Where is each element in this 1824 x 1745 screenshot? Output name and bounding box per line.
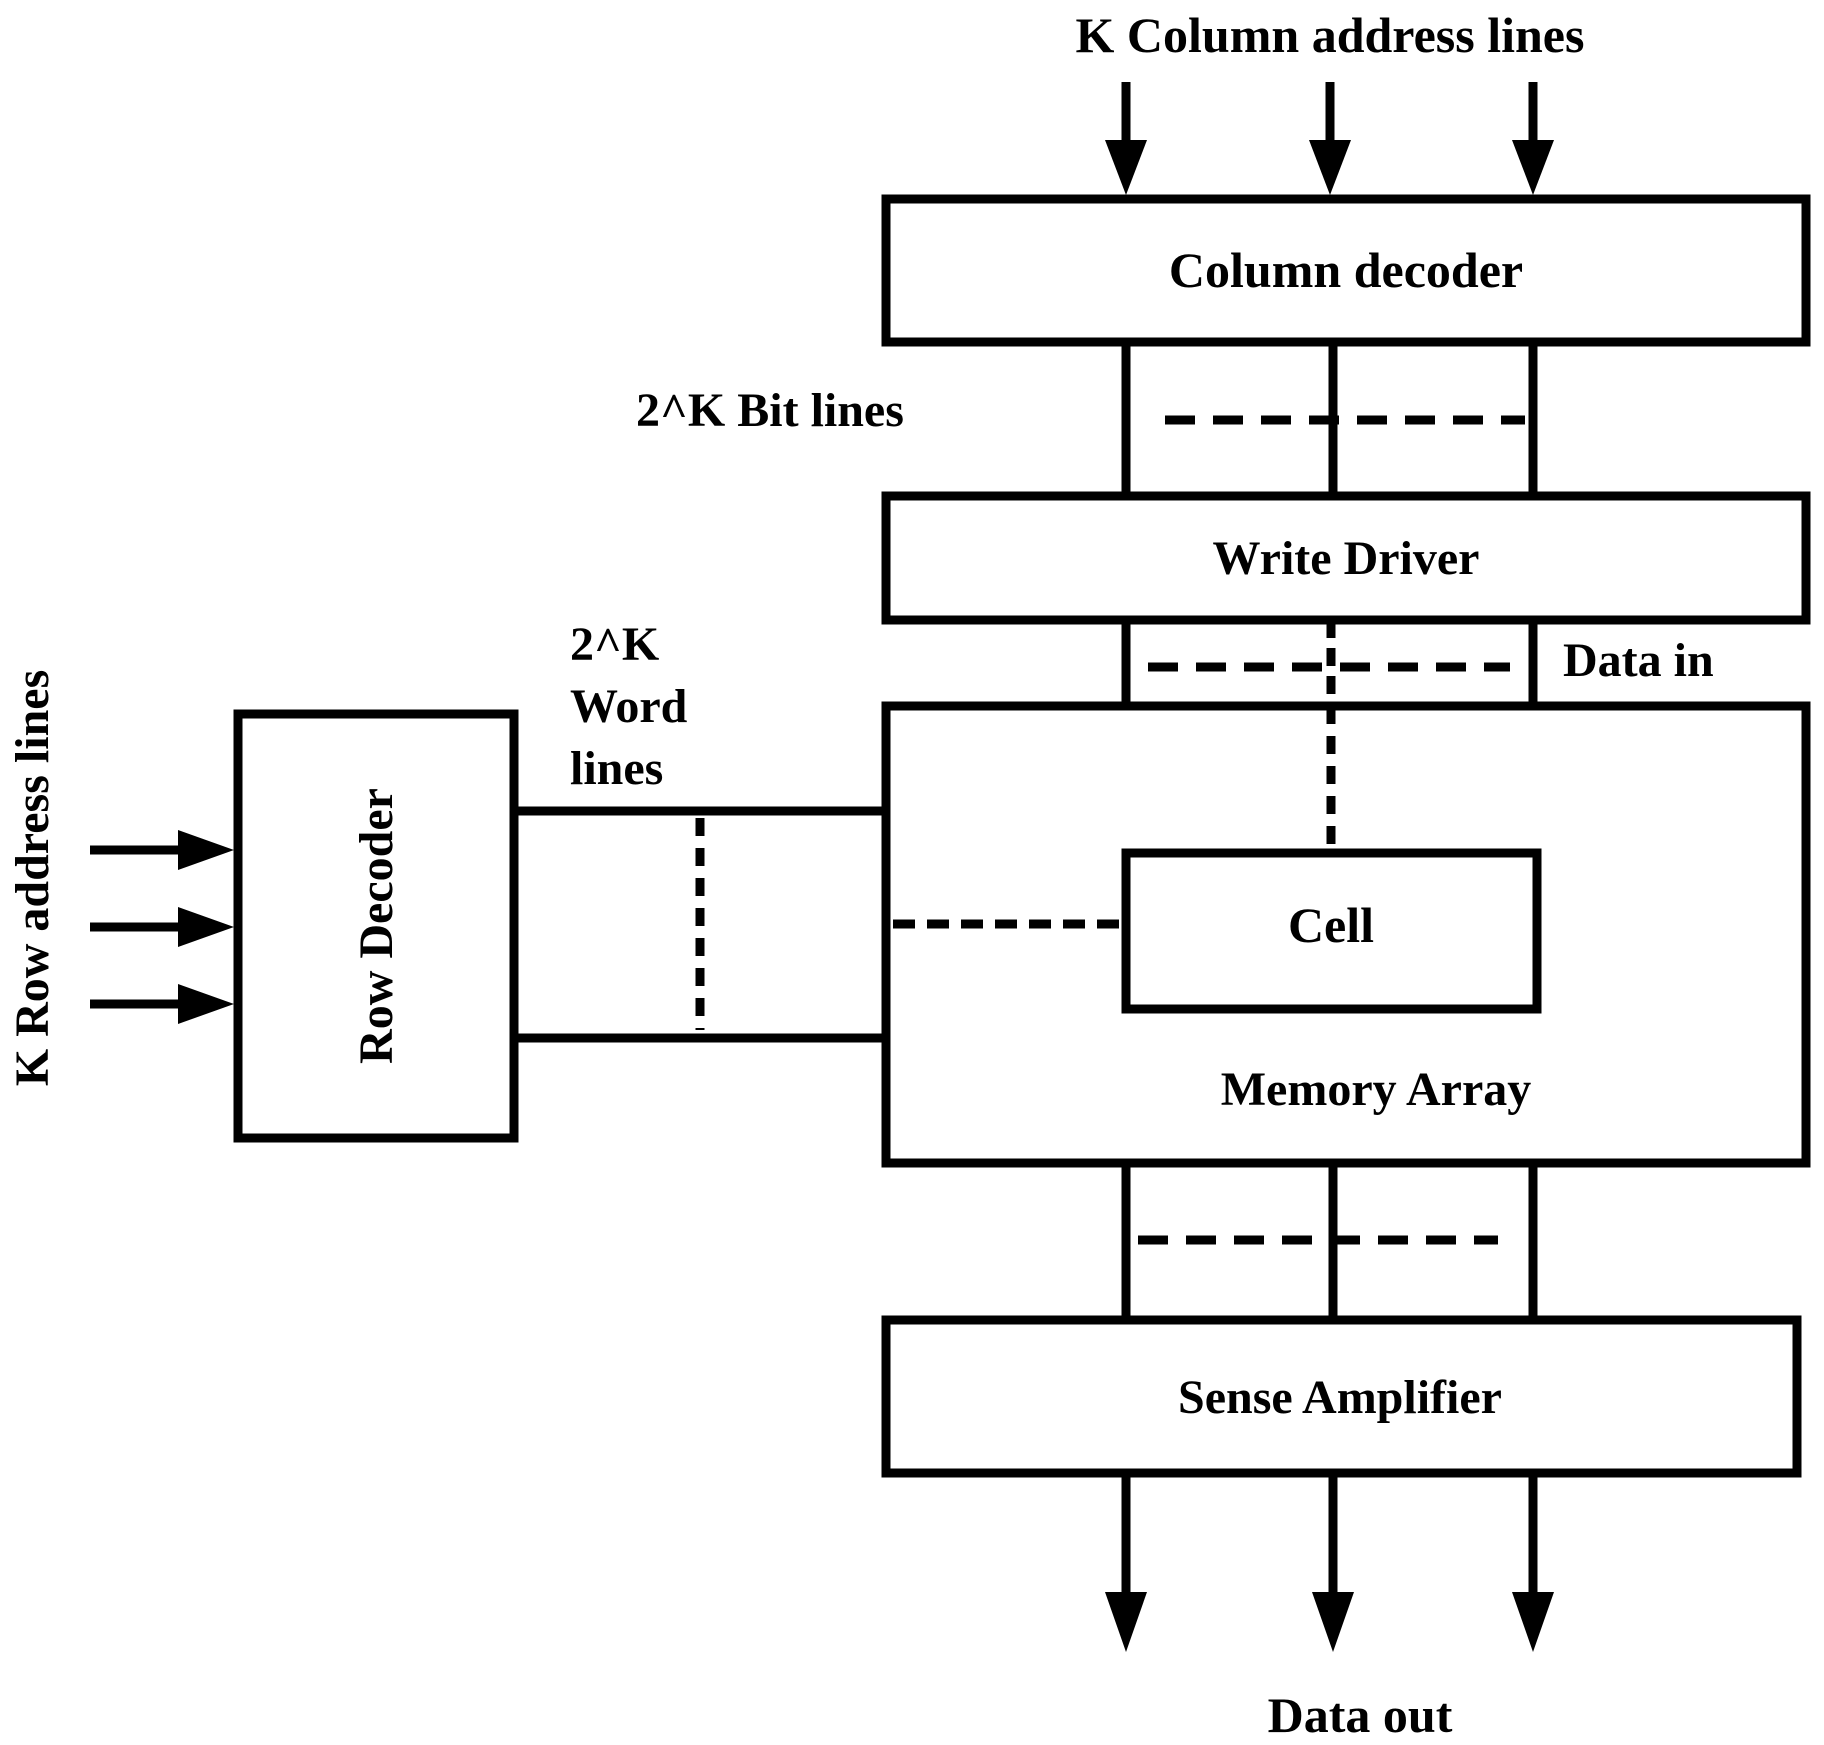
- column-address-arrowhead-1: [1105, 140, 1147, 195]
- data-out-arrows: [1105, 1473, 1554, 1652]
- row-address-arrows: [90, 830, 234, 1024]
- bit-lines-label: 2^K Bit lines: [636, 384, 904, 437]
- data-out-arrowhead-2: [1312, 1592, 1354, 1652]
- sense-amplifier-label: Sense Amplifier: [1178, 1371, 1502, 1424]
- cell-label: Cell: [1288, 897, 1374, 953]
- column-address-arrowhead-2: [1309, 140, 1351, 195]
- row-decoder-block: [233, 709, 519, 1143]
- word-lines-label-line2: Word: [570, 680, 688, 733]
- data-out-arrowhead-1: [1105, 1592, 1147, 1652]
- column-decoder-block: [881, 194, 1811, 347]
- word-lines-label-line1: 2^K: [570, 618, 659, 671]
- row-address-arrowhead-3: [178, 984, 234, 1024]
- row-address-arrowhead-1: [178, 830, 234, 870]
- memory-array-label: Memory Array: [1221, 1063, 1532, 1116]
- cell-block: [1121, 848, 1542, 1014]
- column-decoder-label: Column decoder: [1169, 242, 1523, 298]
- word-lines-label-line3: lines: [570, 742, 663, 795]
- column-address-arrows: [1105, 82, 1554, 195]
- row-address-label: K Row address lines: [6, 670, 59, 1087]
- data-out-label: Data out: [1268, 1687, 1453, 1743]
- column-address-label: K Column address lines: [1076, 7, 1585, 63]
- write-driver-block: [881, 491, 1811, 625]
- word-lines: [514, 806, 886, 1043]
- row-address-arrowhead-2: [178, 907, 234, 947]
- data-in-lines: [1121, 620, 1538, 706]
- sense-amplifier-block: [881, 1315, 1802, 1478]
- column-address-arrowhead-3: [1512, 140, 1554, 195]
- write-driver-label: Write Driver: [1213, 532, 1480, 585]
- data-in-label: Data in: [1563, 634, 1714, 687]
- row-decoder-label: Row Decoder: [350, 788, 403, 1064]
- data-out-arrowhead-3: [1512, 1592, 1554, 1652]
